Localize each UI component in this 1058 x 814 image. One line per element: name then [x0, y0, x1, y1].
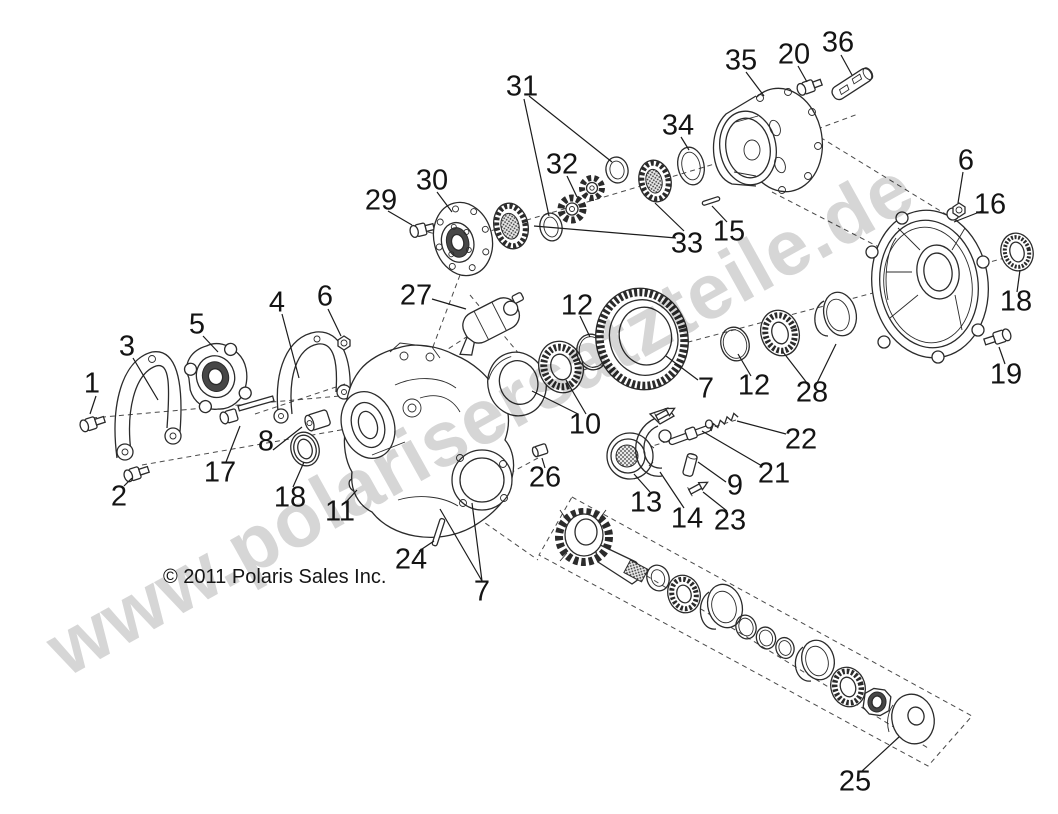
- thrust-washer-31-right: [605, 156, 629, 184]
- callout-12-left: 12: [560, 289, 594, 322]
- pinion-shim-1: [735, 614, 757, 640]
- seal-18-right: [1000, 232, 1034, 272]
- o-ring-12-right: [720, 326, 750, 362]
- detent-screw-top: [654, 407, 676, 423]
- pinion-bearing-front: [667, 574, 701, 614]
- callout-11: 11: [324, 495, 356, 528]
- callout-28: 28: [795, 376, 829, 409]
- bearing-race-10: [487, 351, 547, 417]
- bearing-10: [538, 340, 584, 394]
- callout-24: 24: [394, 543, 428, 576]
- actuator-27: [459, 292, 525, 356]
- roller-pin-9: [682, 453, 698, 477]
- bolt-1: [79, 415, 107, 433]
- pinion-spacer-ring: [794, 639, 835, 682]
- gearcase-housing-7: [340, 342, 515, 538]
- callout-3: 3: [118, 330, 136, 363]
- callout-32: 32: [545, 148, 579, 181]
- washer-25: [887, 693, 935, 745]
- callout-2: 2: [110, 480, 128, 513]
- callout-18-left: 18: [273, 481, 307, 514]
- dowel-pin-24: [431, 517, 446, 547]
- callout-1: 1: [83, 367, 101, 400]
- callout-16: 16: [973, 188, 1007, 221]
- callout-25: 25: [838, 765, 872, 798]
- callout-18-right: 18: [999, 285, 1033, 318]
- seal-18-left: [290, 431, 320, 467]
- spider-gear-32-left: [557, 194, 587, 224]
- mount-bracket-3: [114, 351, 182, 461]
- callout-10: 10: [568, 408, 602, 441]
- pinion-shim-2: [755, 626, 777, 650]
- callout-35: 35: [724, 44, 758, 77]
- callout-22: 22: [784, 423, 818, 456]
- callout-leader-lines: [89, 54, 1021, 773]
- callout-36: 36: [821, 26, 855, 59]
- pinion-bearing-cup: [699, 583, 744, 630]
- output-flange-30: [432, 201, 494, 277]
- nut-6-right: [952, 202, 966, 218]
- callout-5: 5: [188, 308, 206, 341]
- roll-pin-36: [831, 67, 874, 101]
- callout-17: 17: [203, 456, 237, 489]
- callout-33: 33: [670, 227, 704, 260]
- pinion-washer: [646, 564, 670, 592]
- diff-carrier-35: [712, 87, 824, 194]
- side-gear-33-left: [493, 202, 529, 250]
- callout-6-right: 6: [957, 144, 975, 177]
- callout-27: 27: [399, 279, 433, 312]
- callout-29: 29: [364, 184, 398, 217]
- callout-7-ring-gear: 7: [697, 372, 715, 405]
- callout-14: 14: [670, 502, 704, 535]
- bolt-20: [796, 78, 824, 96]
- callout-23: 23: [713, 504, 747, 537]
- callout-31: 31: [505, 70, 539, 103]
- callout-19: 19: [989, 358, 1023, 391]
- bolt-29: [409, 222, 436, 239]
- bearing-carrier-5: [183, 342, 252, 414]
- shift-rail-21: [668, 419, 714, 446]
- plug-8: [304, 409, 331, 432]
- callout-20: 20: [777, 38, 811, 71]
- plug-26: [531, 443, 549, 458]
- shim-34: [677, 146, 705, 186]
- side-gear-33-right: [638, 159, 672, 203]
- callout-13: 13: [629, 486, 663, 519]
- pinion-locknut: [862, 687, 892, 717]
- callout-9: 9: [726, 469, 744, 502]
- callout-8: 8: [257, 425, 275, 458]
- callout-21: 21: [757, 457, 791, 490]
- pinion-bearing-rear: [830, 666, 866, 708]
- clutch-hub-13: [606, 432, 655, 480]
- screw-23: [687, 481, 709, 497]
- pinion-gear-shaft: [555, 508, 649, 585]
- bearing-cup-28: [814, 291, 858, 337]
- cover-16: [865, 207, 990, 364]
- bolt-17: [219, 395, 275, 425]
- callout-34: 34: [661, 109, 695, 142]
- callout-12-right: 12: [737, 369, 771, 402]
- callout-4: 4: [268, 286, 286, 319]
- callout-30: 30: [415, 164, 449, 197]
- spider-gear-32-right: [579, 175, 605, 201]
- bearing-28: [760, 309, 800, 357]
- callout-6-left: 6: [316, 280, 334, 313]
- pinion-shim-3: [775, 636, 795, 660]
- pin-15: [701, 196, 721, 206]
- ring-gear-7: [595, 287, 689, 391]
- bolt-19: [983, 328, 1012, 346]
- callout-7-gearcase: 7: [473, 575, 491, 608]
- callout-26: 26: [528, 461, 562, 494]
- copyright-text: © 2011 Polaris Sales Inc.: [163, 566, 387, 588]
- callout-15: 15: [712, 215, 746, 248]
- spring-22: [710, 412, 739, 432]
- nut-6-left: [337, 335, 351, 351]
